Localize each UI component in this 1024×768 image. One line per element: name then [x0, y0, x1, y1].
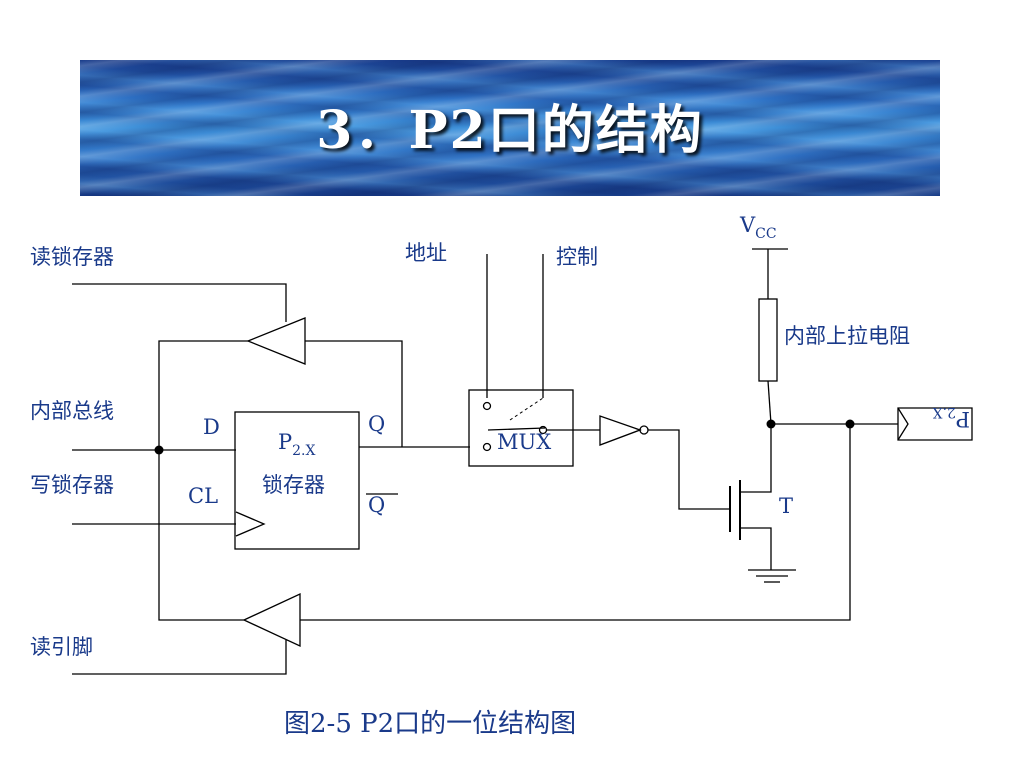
bus-to-read-pin-wire	[158, 450, 244, 621]
label-d: D	[203, 415, 220, 439]
slide-title: 3．P2口的结构	[316, 100, 704, 161]
mux-input-address	[482, 401, 492, 411]
label-cl: CL	[188, 484, 218, 508]
p2-port-circuit-diagram: 读锁存器 内部总线 写锁存器 读引脚 D CL P2.X 锁存器 Q Q 地址 …	[30, 213, 973, 739]
pullup-resistor	[758, 298, 778, 382]
label-read-latch: 读锁存器	[30, 245, 114, 269]
read-latch-control-line	[72, 283, 287, 322]
label-address: 地址	[405, 241, 447, 265]
title-banner: 3．P2口的结构	[80, 60, 940, 196]
mux-label: MUX	[497, 430, 551, 454]
label-control: 控制	[556, 245, 598, 269]
transistor-label: T	[779, 494, 793, 518]
read-pin-buffer	[242, 592, 301, 648]
inverter-triangle	[599, 415, 642, 446]
output-node-dot	[766, 419, 776, 429]
pin-label: P2.X	[933, 404, 970, 431]
pullup-label: 内部上拉电阻	[784, 324, 910, 348]
label-qbar: Q	[368, 493, 385, 517]
inverter-to-gate-wire	[648, 429, 730, 510]
resistor-to-node-wire	[767, 380, 772, 425]
q-feedback-wire	[305, 340, 403, 447]
mux-switch-dashed	[509, 397, 544, 421]
latch-label-name: 锁存器	[262, 473, 325, 497]
vcc-label: VCC	[739, 213, 777, 242]
read-pin-control-line	[72, 640, 287, 675]
pin-connector	[897, 407, 973, 441]
label-write-latch: 写锁存器	[30, 473, 114, 497]
mux-box	[468, 389, 574, 467]
pin-connector-notch	[897, 407, 909, 441]
mux-output-terminal	[538, 425, 548, 435]
figure-caption: 图2-5 P2口的一位结构图	[284, 709, 576, 739]
read-latch-buffer	[246, 317, 306, 365]
label-read-pin: 读引脚	[30, 635, 93, 659]
pin-feedback-wire	[300, 424, 851, 621]
svg-text:P2.X: P2.X	[933, 404, 970, 431]
mosfet-source-wire	[740, 527, 772, 570]
label-internal-bus: 内部总线	[30, 399, 114, 423]
label-q: Q	[368, 412, 385, 436]
mux-switch-arm	[487, 427, 546, 431]
mux-input-latch	[482, 442, 492, 452]
mosfet-drain-wire	[740, 424, 772, 493]
latch-label-p: P2.X	[278, 430, 315, 459]
p2x-latch-box	[234, 411, 360, 550]
upper-buffer-output-wire	[158, 340, 248, 450]
clock-triangle	[235, 511, 266, 537]
